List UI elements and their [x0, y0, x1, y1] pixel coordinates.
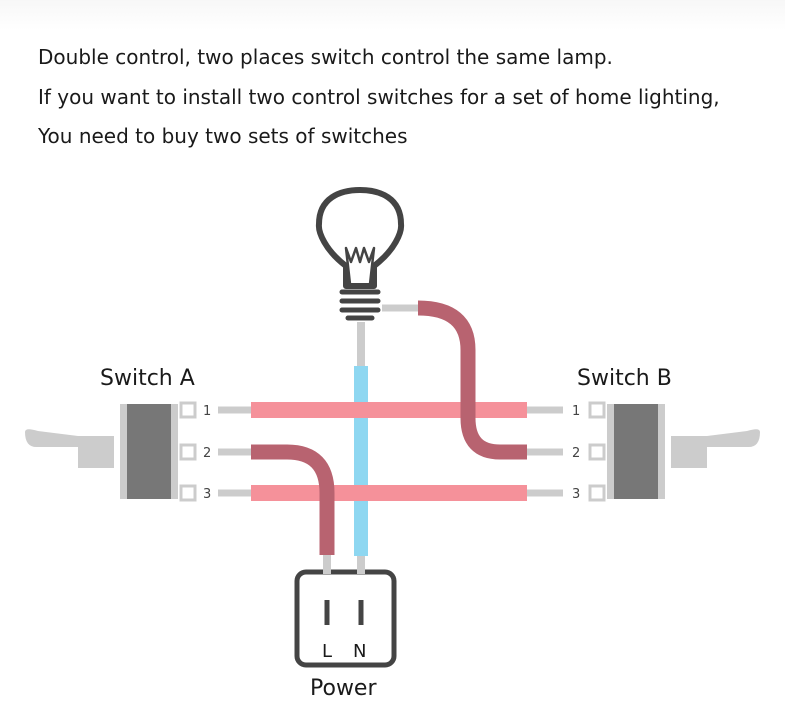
- intro-line-2: If you want to install two control switc…: [38, 84, 720, 109]
- intro-text: Double control, two places switch contro…: [38, 38, 778, 157]
- switch-a-terminal-1-label: 1: [203, 404, 211, 419]
- switch-b-terminal-1-label: 1: [572, 404, 580, 419]
- switch-a-lever: [25, 429, 78, 448]
- neutral-wire-mid: [354, 420, 368, 483]
- switch-b-terminal-3-label: 3: [572, 487, 580, 502]
- power-label: Power: [310, 676, 377, 701]
- switch-a-terminal-1: [179, 401, 197, 419]
- switch-b-lever-base: [671, 436, 707, 468]
- switch-b-lever: [707, 429, 760, 448]
- lightbulb-icon: [315, 187, 405, 321]
- power-neutral-label: N: [353, 641, 366, 662]
- switch-b-terminal-2: [588, 443, 606, 461]
- switch-a-body: [127, 404, 171, 499]
- switch-b-terminal-2-label: 2: [572, 446, 580, 461]
- intro-line-3: You need to buy two sets of switches: [38, 124, 408, 148]
- power-live-label: L: [322, 641, 332, 662]
- background-top-glow: [0, 0, 785, 30]
- switch-a-terminal-3: [179, 484, 197, 502]
- switch-a-lever-base: [78, 436, 114, 468]
- switch-a-terminal-2-label: 2: [203, 446, 211, 461]
- switch-a: 1 2 3: [25, 401, 251, 502]
- switch-b-terminal-3: [588, 484, 606, 502]
- switch-b: 1 2 3: [527, 401, 760, 502]
- switch-b-label: Switch B: [577, 366, 672, 391]
- switch-b-terminal-1: [588, 401, 606, 419]
- switch-a-terminal-3-label: 3: [203, 487, 211, 502]
- switch-a-terminal-2: [179, 443, 197, 461]
- intro-line-1: Double control, two places switch contro…: [38, 45, 613, 69]
- power-socket: L N: [294, 569, 397, 668]
- phase-wire-lamp-to-switch-b: [417, 300, 527, 460]
- switch-a-label: Switch A: [100, 366, 195, 391]
- switch-b-body: [614, 404, 658, 499]
- phase-wire-power-to-switch-a: [251, 444, 335, 555]
- traveler-wire-1: [251, 402, 527, 418]
- traveler-wire-3: [251, 485, 527, 501]
